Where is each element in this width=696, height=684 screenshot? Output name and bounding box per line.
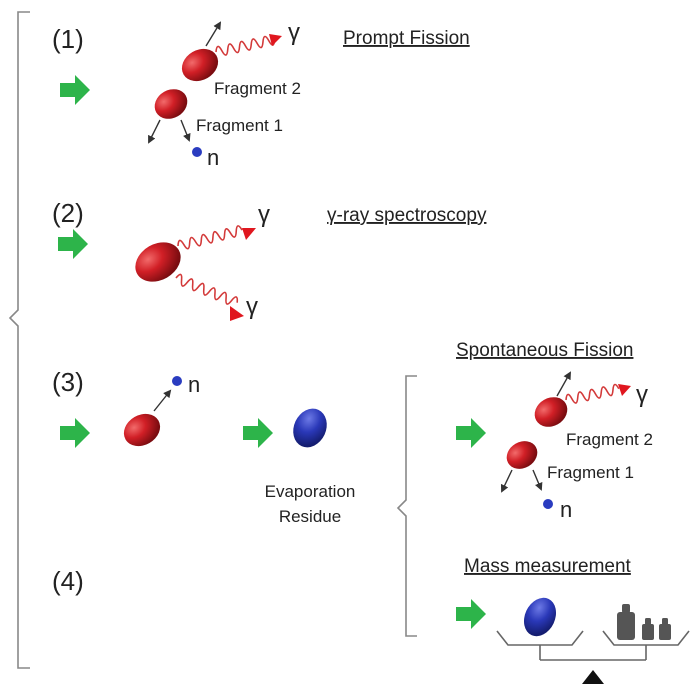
- gamma-label-1: γ: [288, 19, 300, 46]
- neutron-step-3: [172, 376, 182, 386]
- sf-neutron: [543, 499, 553, 509]
- green-arrow-step-1: [60, 75, 90, 105]
- sf-fragment-1-label: Fragment 1: [547, 463, 634, 482]
- gamma-arrowhead-2b: [230, 306, 244, 321]
- gamma-arrowhead-2a: [242, 228, 256, 240]
- prompt-fission-title: Prompt Fission: [343, 28, 470, 49]
- sf-gamma-arrowhead: [618, 384, 631, 396]
- gamma-label-2b: γ: [246, 293, 258, 320]
- excited-nucleus-step-2: [135, 242, 181, 282]
- neutron-step-1: [192, 147, 202, 157]
- spontaneous-fission-title: Spontaneous Fission: [456, 340, 633, 361]
- residue-label: Residue: [279, 507, 341, 526]
- neutron-label-step-3: n: [188, 372, 200, 397]
- gamma-wave-2b: [175, 273, 239, 305]
- sf-neutron-label: n: [560, 497, 572, 522]
- sf-fragment-1-arrow-right: [532, 469, 543, 491]
- gamma-spectroscopy-title: γ-ray spectroscopy: [327, 205, 487, 226]
- step-2-label: (2): [52, 198, 84, 228]
- fragment-1-label-step-1: Fragment 1: [196, 116, 283, 135]
- fragment-2-arrow: [205, 21, 222, 47]
- weight-small-knob: [662, 618, 668, 625]
- sf-fragment-2-nucleus: [534, 397, 568, 427]
- step-3-label: (3): [52, 367, 84, 397]
- measured-residue-nucleus: [523, 597, 557, 637]
- weight-small-icon: [659, 624, 671, 640]
- weight-medium-icon: [642, 624, 654, 640]
- green-arrow-mass-measurement: [456, 599, 486, 629]
- green-arrow-step-2: [58, 229, 88, 259]
- fragment-2-nucleus: [181, 48, 219, 82]
- gamma-arrowhead-1: [269, 34, 282, 46]
- step-1-label: (1): [52, 24, 84, 54]
- gamma-wave-1: [215, 35, 276, 56]
- neutron-emission-arrow: [153, 389, 172, 412]
- left-bracket: [8, 11, 30, 669]
- sf-fragment-2-arrow: [556, 371, 571, 397]
- green-arrow-step-3: [60, 418, 90, 448]
- fragment-2-label-step-1: Fragment 2: [214, 79, 301, 98]
- weight-medium-knob: [645, 618, 651, 625]
- green-arrow-to-residue: [243, 418, 273, 448]
- sf-fragment-2-label: Fragment 2: [566, 430, 653, 449]
- fragment-1-nucleus: [154, 89, 188, 119]
- sf-gamma-label: γ: [636, 381, 648, 408]
- scale-fulcrum: [582, 670, 604, 684]
- sf-fragment-1-arrow-left: [500, 469, 513, 493]
- gamma-wave-2a: [177, 225, 243, 250]
- excited-nucleus-step-3: [123, 413, 161, 447]
- mass-measurement-title: Mass measurement: [464, 556, 632, 577]
- fragment-1-arrow-right: [180, 119, 191, 142]
- evaporation-label: Evaporation: [265, 482, 356, 501]
- fragment-1-arrow-left: [148, 119, 161, 144]
- sf-gamma-wave: [565, 383, 620, 404]
- right-bracket: [396, 375, 417, 637]
- green-arrow-spontaneous-fission: [456, 418, 486, 448]
- balance-scale: [496, 597, 690, 684]
- weight-large-knob: [622, 604, 630, 613]
- step-4-label: (4): [52, 566, 84, 596]
- sf-fragment-1-nucleus: [506, 441, 538, 469]
- evaporation-residue-nucleus: [293, 408, 327, 448]
- neutron-label-step-1: n: [207, 145, 219, 170]
- gamma-label-2a: γ: [258, 201, 270, 228]
- weight-large-icon: [617, 612, 635, 640]
